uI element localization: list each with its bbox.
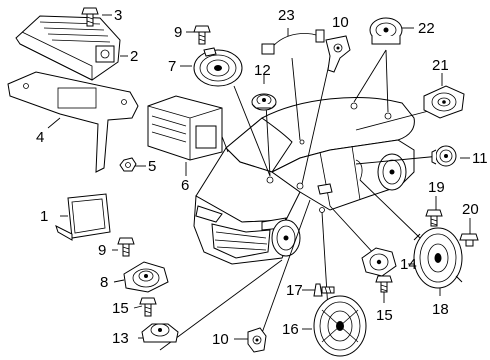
callout-20: 20 (462, 201, 479, 218)
screw-15-left (139, 297, 157, 317)
callout-16: 16 (282, 321, 299, 338)
callout-18: 18 (432, 301, 449, 318)
tweeter-13 (141, 323, 179, 343)
control-module (147, 95, 223, 161)
callout-15-right: 15 (376, 307, 393, 324)
speaker-21 (423, 85, 465, 119)
callout-4: 4 (36, 129, 44, 146)
screw-19 (425, 209, 443, 227)
bolt-9-upper (193, 25, 211, 45)
display-1 (55, 193, 111, 241)
callout-labels: 3 2 4 5 6 7 9 12 23 10 22 21 11 19 20 1 … (36, 7, 488, 348)
bolt-3 (81, 7, 99, 27)
callout-15-left: 15 (112, 300, 129, 317)
speaker-8 (123, 261, 169, 293)
callout-7: 7 (168, 58, 176, 75)
callout-2: 2 (130, 48, 138, 65)
callout-8: 8 (100, 274, 108, 291)
callout-11: 11 (472, 150, 488, 167)
bolt-20 (459, 233, 479, 247)
callout-3: 3 (114, 7, 122, 24)
bolt-9-lower (117, 237, 135, 257)
callout-6: 6 (181, 177, 189, 194)
tweeter-14 (361, 247, 397, 277)
cable-23 (261, 29, 325, 55)
bracket-part (7, 71, 139, 173)
tweeter-11 (431, 145, 457, 167)
callout-14: 14 (400, 256, 417, 273)
callout-23: 23 (278, 7, 295, 24)
callout-22: 22 (418, 20, 435, 37)
amplifier-part (15, 15, 121, 81)
screw-17 (313, 283, 335, 297)
sensor-10-lower (247, 327, 267, 353)
woofer-18 (413, 227, 463, 289)
speaker-22 (369, 17, 403, 45)
callout-9-upper: 9 (174, 24, 182, 41)
screw-15-right (375, 275, 393, 293)
tweeter-12 (251, 93, 277, 111)
callout-19: 19 (428, 179, 445, 196)
callout-12: 12 (254, 62, 271, 79)
sensor-10-upper (325, 35, 351, 73)
car-body (193, 97, 415, 265)
callout-9-lower: 9 (98, 242, 106, 259)
callout-17: 17 (286, 282, 303, 299)
nut-5 (119, 157, 137, 172)
callout-21: 21 (432, 57, 449, 74)
callout-10-lower: 10 (212, 331, 229, 348)
callout-1: 1 (40, 208, 48, 225)
speaker-7 (193, 47, 243, 87)
callout-10-upper: 10 (332, 14, 349, 31)
woofer-16 (313, 295, 367, 357)
callout-5: 5 (148, 158, 156, 175)
callout-13: 13 (112, 330, 129, 347)
